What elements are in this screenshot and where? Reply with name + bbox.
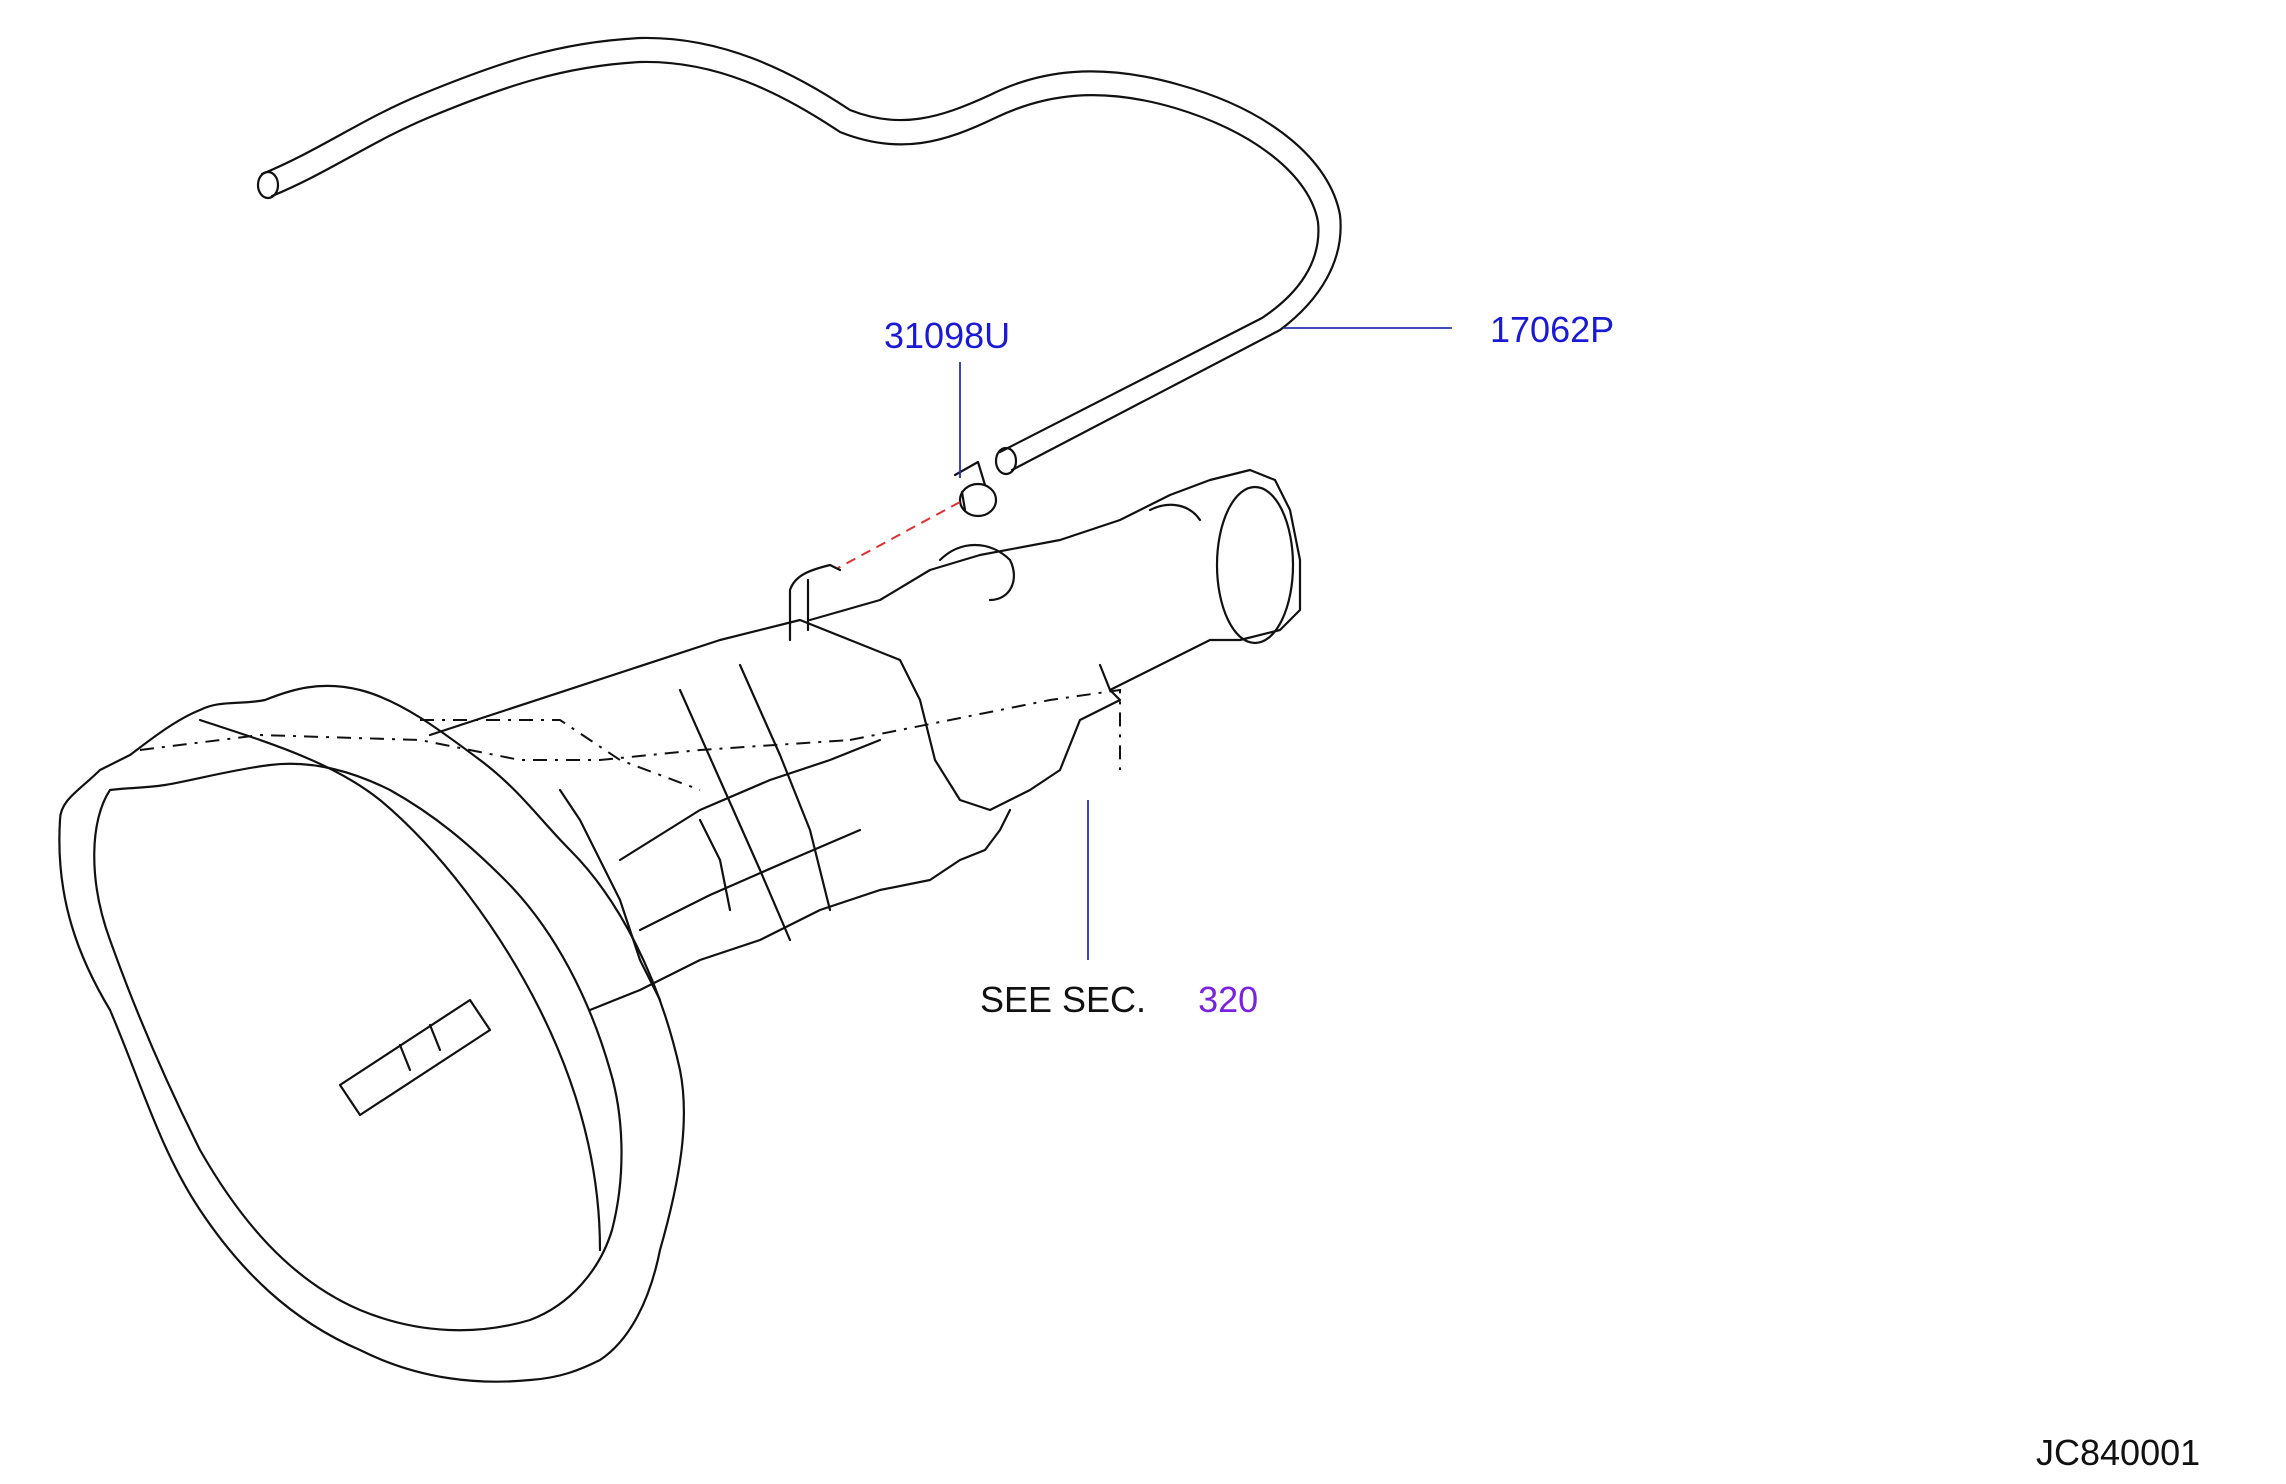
section-reference: SEE SEC. 320: [980, 982, 1258, 1018]
section-number-link[interactable]: 320: [1198, 979, 1259, 1020]
transmission-assembly: [58, 468, 1302, 1383]
part-label-31098u[interactable]: 31098U: [884, 315, 1011, 356]
part-label-17062p[interactable]: 17062P: [1490, 309, 1615, 350]
see-sec-text: SEE SEC.: [980, 979, 1147, 1020]
mount-dash-line: [837, 501, 961, 569]
breather-hose: [256, 36, 1342, 476]
diagram-code: JC840001: [2036, 1432, 2201, 1473]
hose-clamp: [953, 460, 998, 518]
